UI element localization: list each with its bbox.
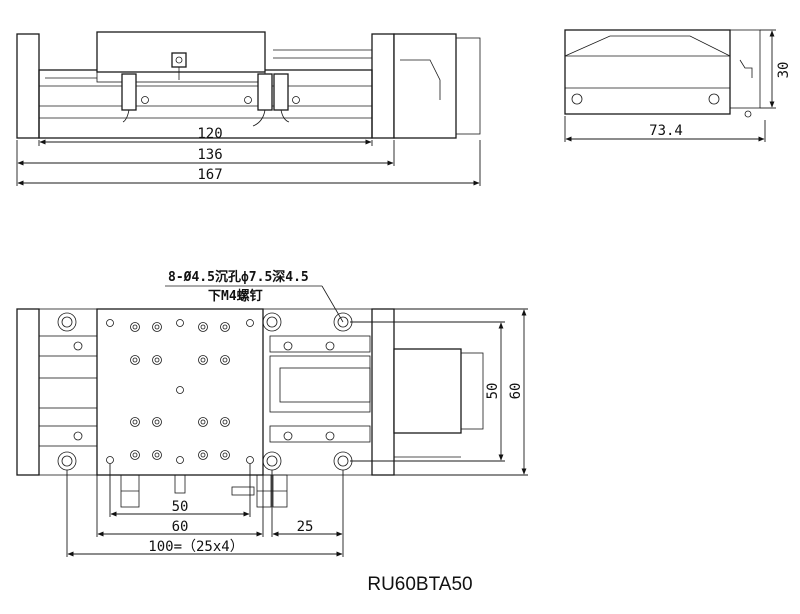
side-screw-right bbox=[708, 93, 720, 105]
side-top-cover bbox=[564, 35, 731, 57]
front-sensor-left-cable bbox=[122, 109, 130, 123]
front-top-bracket-hole bbox=[175, 56, 183, 64]
note-leader bbox=[321, 285, 344, 323]
side-connector bbox=[744, 110, 752, 118]
front-left-end-plate bbox=[16, 33, 40, 139]
top-right-block-1 bbox=[269, 335, 371, 353]
dim-136-label: 136 bbox=[197, 147, 222, 163]
top-right-screw bbox=[279, 367, 371, 403]
side-body bbox=[564, 29, 731, 115]
front-sensor-right-cable bbox=[280, 109, 290, 123]
front-view: 120 136 167 bbox=[16, 31, 481, 186]
dim-25-label: 25 bbox=[297, 519, 314, 535]
counterbore-note-line1: 8-Ø4.5沉孔ф7.5深4.5 bbox=[168, 269, 309, 285]
front-screw-1 bbox=[141, 96, 149, 104]
top-motor bbox=[393, 348, 462, 434]
counterbore-note-line2: 下M4螺钉 bbox=[208, 288, 263, 304]
front-sensor-mid-cable bbox=[252, 109, 266, 127]
top-right-rail-area bbox=[262, 308, 373, 476]
side-screw-left bbox=[571, 93, 583, 105]
top-counterbore-holes bbox=[57, 312, 353, 471]
top-view: 8-Ø4.5沉孔ф7.5深4.5 下M4螺钉 50 60 25 100=（25x… bbox=[16, 269, 528, 557]
top-left-rail-area bbox=[38, 308, 98, 476]
dim-50r-label: 50 bbox=[485, 383, 501, 400]
dim-120-label: 120 bbox=[197, 126, 222, 142]
front-sensor-right bbox=[273, 73, 289, 111]
dim-100-label: 100=（25x4） bbox=[148, 539, 243, 555]
dim-60r-label: 60 bbox=[508, 383, 524, 400]
side-sensor-detail bbox=[739, 59, 753, 78]
top-sensors bbox=[120, 474, 288, 508]
side-sensor-box bbox=[729, 29, 761, 109]
front-cover-line bbox=[273, 49, 373, 72]
top-left-block-3 bbox=[38, 425, 98, 447]
top-right-end-plate bbox=[371, 308, 395, 476]
side-view: 73.4 30 bbox=[564, 29, 792, 142]
front-screw-3 bbox=[292, 96, 300, 104]
top-right-block-2 bbox=[269, 425, 371, 443]
front-motor-flange bbox=[455, 37, 481, 135]
dim-30-label: 30 bbox=[776, 62, 792, 79]
top-carriage bbox=[96, 308, 264, 476]
front-motor-housing bbox=[393, 33, 457, 139]
top-left-block-2 bbox=[38, 377, 98, 409]
front-top-bracket bbox=[171, 52, 187, 68]
dim-167-label: 167 bbox=[197, 167, 222, 183]
model-name: RU60BTA50 bbox=[367, 574, 472, 595]
top-left-block-1 bbox=[38, 335, 98, 357]
top-right-screw-cover bbox=[269, 355, 371, 413]
dim-50b-label: 50 bbox=[172, 499, 189, 515]
dim-73-4-label: 73.4 bbox=[649, 123, 683, 139]
front-screw-2 bbox=[244, 96, 252, 104]
top-left-end-plate bbox=[16, 308, 40, 476]
front-sensor-mid bbox=[257, 73, 273, 111]
front-motor-detail bbox=[400, 59, 441, 100]
dim-60b-label: 60 bbox=[172, 519, 189, 535]
front-sensor-left bbox=[121, 73, 137, 111]
front-right-end-plate bbox=[371, 33, 395, 139]
top-side-screws bbox=[73, 341, 335, 441]
top-motor-back bbox=[460, 352, 484, 430]
top-carriage-holes bbox=[106, 319, 254, 464]
